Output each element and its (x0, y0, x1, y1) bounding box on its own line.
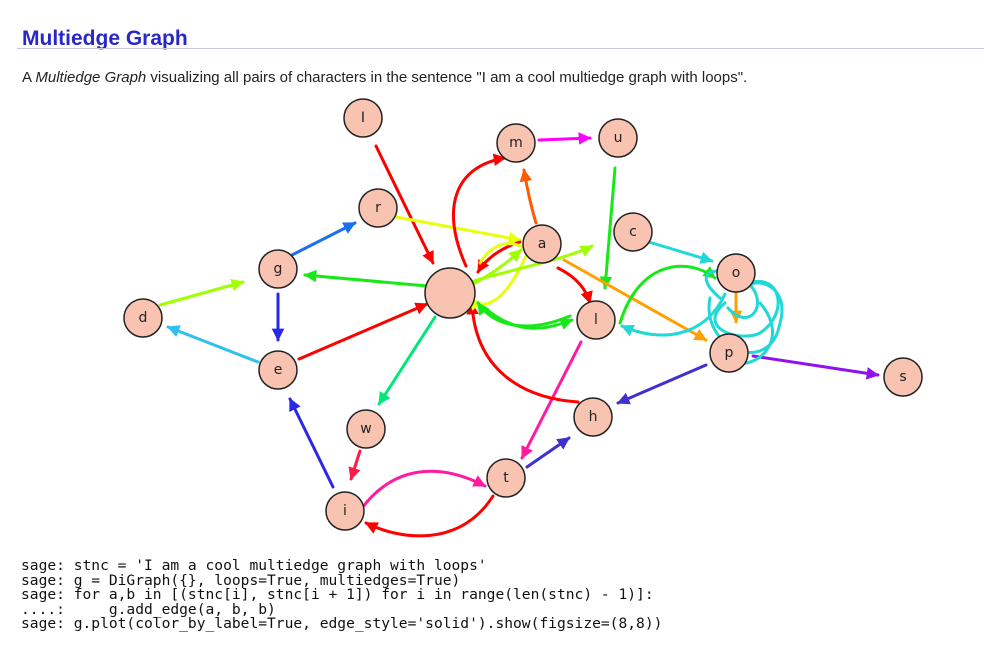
edge-c-o (647, 240, 714, 264)
graph-node-c (613, 212, 653, 252)
graph-node-label: e (274, 362, 283, 378)
code-line: ....: g.add_edge(a, b, b) (21, 600, 276, 618)
code-line: sage: for a,b in [(stnc[i], stnc[i + 1])… (21, 586, 654, 604)
graph-node-label: m (509, 135, 523, 151)
graph-node-w (346, 409, 386, 449)
graph-node-label: l (594, 312, 598, 328)
edge-space-l-2 (483, 306, 574, 330)
intro-paragraph: A Multiedge Graph visualizing all pairs … (22, 69, 747, 86)
edge-e-space (297, 302, 429, 361)
section-heading: Multiedge Graph (22, 27, 188, 50)
edge-h-space (466, 301, 580, 404)
graph-node-label: w (360, 421, 371, 437)
edge-a-m (519, 168, 538, 225)
edge-l-o (618, 264, 717, 325)
nodes-layer: Im u r a c g o d l p e s h w t i (123, 98, 923, 531)
edge-w-i (348, 449, 362, 481)
graph-node-l (576, 300, 616, 340)
code-line: sage: g.plot(color_by_label=True, edge_s… (21, 615, 663, 633)
graph-node-e (258, 350, 298, 390)
edge-p-h (616, 363, 708, 405)
graph-node-label: I (361, 110, 365, 126)
graph-node-center (424, 267, 476, 319)
edge-t-i (364, 494, 495, 538)
edge-m-u (537, 132, 592, 145)
edge-t-h (525, 436, 571, 469)
edge-o-o-loop3 (707, 281, 784, 354)
graph-node-s (883, 357, 923, 397)
code-line: sage: g = DiGraph({}, loops=True, multie… (21, 571, 461, 589)
intro-article: A (22, 69, 36, 86)
code-block: sage: stnc = 'I am a cool multiedge grap… (21, 557, 663, 633)
graph-node-m (496, 123, 536, 163)
graph-node-label: p (725, 345, 734, 361)
graph-node-label: h (589, 409, 598, 425)
graph-node-g (258, 249, 298, 289)
edge-i-e (288, 397, 335, 489)
edge-g-r (288, 221, 357, 258)
edge-e-d (166, 325, 260, 364)
graph-node-h (573, 397, 613, 437)
code-line: sage: stnc = 'I am a cool multiedge grap… (21, 557, 487, 574)
graph-node-label: r (375, 200, 381, 216)
edge-d-g (158, 278, 245, 307)
edge-space-w (377, 315, 437, 406)
graph-node-t (486, 458, 526, 498)
edge-l-t (520, 340, 583, 460)
edge-p-s (751, 354, 880, 380)
graph-node-I (343, 98, 383, 138)
edge-I-space (374, 144, 435, 265)
edge-space-m (451, 153, 507, 268)
edge-i-t (360, 469, 487, 510)
graph-node-label: s (899, 369, 906, 385)
edge-space-a-3 (468, 244, 594, 284)
graph-node-label: o (732, 265, 741, 281)
graph-node-u (598, 118, 638, 158)
graph-node-label: a (538, 236, 547, 252)
edges-layer (158, 132, 880, 538)
graph-node-label: i (343, 503, 347, 519)
edge-space-a (467, 248, 523, 288)
edge-o-l (620, 292, 727, 337)
graph-node-d (123, 298, 163, 338)
graph-node-p (709, 333, 749, 373)
graph-node-a (522, 224, 562, 264)
graph-node-label: t (503, 470, 509, 486)
edge-space-g (303, 269, 429, 288)
intro-rest: visualizing all pairs of characters in t… (146, 69, 748, 86)
edge-a-l (556, 266, 593, 305)
graph-node-r (358, 188, 398, 228)
graph-node-o (716, 253, 756, 293)
edge-u-l (599, 166, 617, 290)
graph-node-label: d (139, 310, 148, 326)
multiedge-graph-plot: Im u r a c g o d l p e s h w t i (100, 98, 928, 538)
graph-node-label: c (629, 224, 637, 240)
heading-divider (17, 48, 984, 49)
graph-node-label: u (614, 130, 623, 146)
graph-node-i (325, 491, 365, 531)
intro-emphasis: Multiedge Graph (35, 69, 147, 86)
edge-a-p (562, 258, 708, 342)
graph-node-label: g (274, 261, 283, 277)
